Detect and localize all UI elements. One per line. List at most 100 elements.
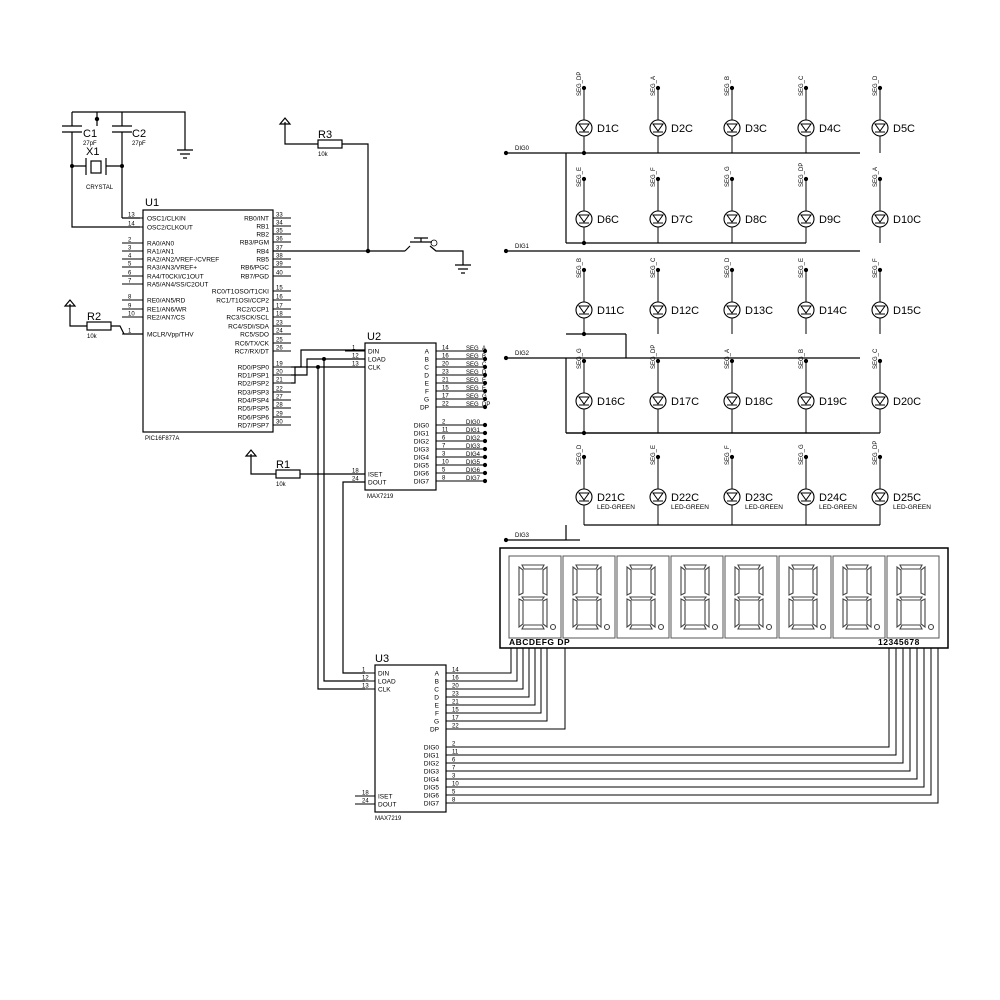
led-seg-net: SEG_G [725, 166, 731, 187]
u1-pin-label: RB7/PGD [240, 274, 269, 281]
junction-dot [803, 358, 809, 364]
junction-dot [482, 422, 488, 428]
junction-dot [803, 267, 809, 273]
segment [680, 565, 686, 596]
u3-ref: U3 [375, 653, 389, 665]
decimal-point [819, 623, 827, 631]
led-symbol [800, 492, 812, 501]
led-seg-net: SEG_A [873, 167, 879, 187]
segment [842, 598, 848, 629]
junction-dot [503, 537, 509, 543]
digit-wire [475, 648, 925, 788]
u1-pin-number: 20 [276, 370, 283, 376]
segment [790, 596, 816, 601]
junction-dot [482, 372, 488, 378]
led-ref: D25C [893, 492, 921, 504]
max-pin-label: DIG0 [424, 745, 440, 752]
c2-val: 27pF [132, 141, 146, 147]
u1-pin-label: RA3/AN3/VREF+ [147, 265, 197, 272]
led-seg-net: SEG_E [577, 167, 583, 187]
decimal-point [711, 623, 719, 631]
max-pin-label: DIG0 [414, 423, 430, 430]
r2-ref: R2 [87, 311, 101, 323]
led-symbol [874, 305, 886, 314]
led-seg-net: SEG_G [577, 348, 583, 369]
display-digit [670, 555, 724, 639]
r3-val: 10k [318, 152, 329, 158]
seven-segment-display: ABCDEFG DP 12345678 [499, 547, 949, 649]
max-pin-label: DP [430, 727, 439, 734]
max-pin-number: 13 [352, 362, 359, 368]
junction-dot [877, 358, 883, 364]
segment [737, 564, 761, 570]
junction-dot [729, 454, 735, 460]
max-pin-number: 17 [452, 716, 459, 722]
max-pin-number: 15 [442, 386, 449, 392]
u1-pin-label: RC5/SDO [240, 332, 269, 339]
segment [896, 598, 902, 629]
u1-pin-number: 18 [276, 312, 283, 318]
display-digit [508, 555, 562, 639]
u1-pin-number: 27 [276, 395, 283, 401]
led-symbol [800, 396, 812, 405]
junction-dot [581, 430, 587, 436]
segment [898, 596, 924, 601]
max-pin-label: ISET [368, 472, 382, 479]
led-ref: D9C [819, 214, 841, 226]
led-ref: D16C [597, 396, 625, 408]
led-ref: D15C [893, 305, 921, 317]
spi-wiring [291, 349, 365, 690]
max-pin-number: 12 [362, 676, 369, 682]
junction-dot [877, 454, 883, 460]
segment [844, 596, 870, 601]
decimal-point [603, 623, 611, 631]
led-ref: D21C [597, 492, 625, 504]
u1-pin-label: RB5 [256, 257, 269, 264]
max-pin-label: B [435, 679, 439, 686]
max-pin-number: 21 [442, 378, 449, 384]
segment [758, 598, 764, 629]
max-pin-number: 13 [362, 684, 369, 690]
segment [788, 598, 794, 629]
led-symbol [874, 214, 886, 223]
segment [704, 598, 710, 629]
segment-wire [475, 648, 530, 698]
net-label: SEG_DP [466, 402, 490, 408]
u1-pin-number: 6 [128, 271, 132, 277]
decimal-point [549, 623, 557, 631]
u1-pin-number: 15 [276, 286, 283, 292]
junction-dot [581, 240, 587, 246]
junction-dot [482, 348, 488, 354]
led-ref: D11C [597, 305, 624, 317]
max-pin-number: 22 [442, 402, 449, 408]
bus-net-label: DIG1 [515, 244, 530, 250]
segment [628, 596, 654, 601]
u1-pin-label: RD5/PSP5 [238, 406, 270, 413]
led-ref: D2C [671, 123, 693, 135]
max-pin-number: 8 [452, 798, 456, 804]
max-pin-number: 5 [452, 790, 456, 796]
display-digit [886, 555, 940, 639]
led-seg-net: SEG_DP [873, 441, 879, 465]
segment [683, 564, 707, 570]
digit-wire [475, 648, 918, 780]
bus-net-label: DIG0 [515, 146, 530, 152]
segment [920, 598, 926, 629]
led-seg-net: SEG_D [577, 444, 583, 465]
led-ref: D12C [671, 305, 699, 317]
u1-part: PIC16F877A [145, 436, 179, 442]
u1-pin-label: RC6/TX/CK [235, 341, 270, 348]
junction-dot [729, 358, 735, 364]
led-seg-net: SEG_E [799, 258, 805, 278]
led-symbol [726, 123, 738, 132]
u1-pin-label: RD6/PSP6 [238, 415, 270, 422]
max-pin-label: B [425, 357, 429, 364]
max-pin-label: D [434, 695, 439, 702]
segment [626, 598, 632, 629]
